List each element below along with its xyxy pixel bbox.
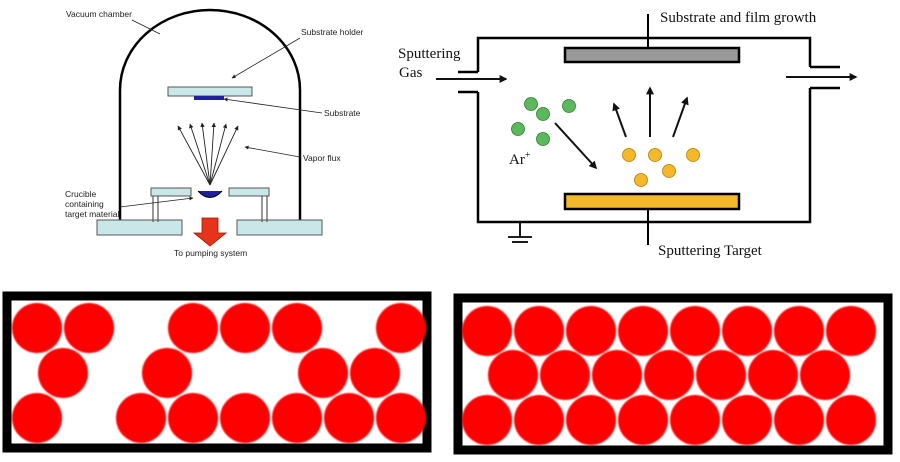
packing-atom [514, 395, 564, 445]
packing-atom [376, 393, 426, 443]
packing-atom [566, 395, 616, 445]
sputtered-atom [634, 173, 648, 187]
crucible-stand [150, 187, 270, 222]
crucible-label-line-3: target material [65, 209, 119, 219]
packing-atom [220, 393, 270, 443]
packing-atom [800, 350, 850, 400]
argon-charge: + [525, 150, 531, 161]
packing-atom [618, 395, 668, 445]
packing-atom [272, 303, 322, 353]
packing-atom [298, 348, 348, 398]
film-substrate [563, 46, 741, 64]
packing-atom [272, 393, 322, 443]
sputtering-gas-label-line-2: Gas [399, 65, 422, 81]
argon-symbol: Ar [509, 152, 525, 168]
substrate-holder-label: Substrate holder [301, 27, 364, 37]
evaporation-leader-lines [119, 19, 323, 208]
packing-atom [168, 393, 218, 443]
disordered-packing [12, 303, 426, 443]
pumping-label: To pumping system [174, 248, 247, 258]
vacuum-chamber-label: Vacuum chamber [66, 9, 132, 19]
sputtered-atom [662, 164, 676, 178]
packing-atom [826, 306, 876, 356]
sputtered-atom [686, 148, 700, 162]
argon-ion [536, 107, 550, 121]
packing-atom [12, 303, 62, 353]
packing-atom [722, 395, 772, 445]
argon-ion [511, 122, 525, 136]
packing-atom [462, 395, 512, 445]
pumping-arrow [192, 217, 228, 247]
substrate-holder [167, 86, 253, 97]
sputter-chamber [476, 36, 812, 224]
vapor-flux-label: Vapor flux [303, 153, 341, 163]
vacuum-chamber-bell [118, 8, 302, 220]
packing-atom [774, 395, 824, 445]
packing-atom [540, 350, 590, 400]
gas-outlet-pipe [810, 65, 840, 90]
packing-atom [722, 306, 772, 356]
packing-atom [748, 350, 798, 400]
sputtered-atom [648, 148, 662, 162]
packing-atom [116, 393, 166, 443]
packing-atom [566, 306, 616, 356]
packing-atom [64, 303, 114, 353]
packing-atom [142, 348, 192, 398]
argon-ion [524, 97, 538, 111]
packing-atom [514, 306, 564, 356]
base-plate-right [236, 219, 323, 236]
crucible-label-line-1: Crucible [65, 189, 96, 199]
packing-atom [618, 306, 668, 356]
sputter-target [563, 192, 741, 211]
substrate [194, 96, 224, 100]
packing-atom [12, 393, 62, 443]
packing-atom [826, 395, 876, 445]
packing-atom [462, 306, 512, 356]
packing-atom [696, 350, 746, 400]
packing-atom [324, 393, 374, 443]
packing-atom [592, 350, 642, 400]
packing-atom [38, 348, 88, 398]
packing-atom [168, 303, 218, 353]
evaporation-diagram: Vacuum chamber Substrate holder Substrat… [65, 8, 364, 258]
sputtered-atoms [622, 148, 700, 187]
argon-ion [536, 132, 550, 146]
packing-atom [644, 350, 694, 400]
argon-ions [511, 97, 576, 146]
argon-ion-label: Ar+ [509, 150, 531, 168]
sputtered-atom [622, 148, 636, 162]
packing-atom [774, 306, 824, 356]
packing-frame-disordered [2, 291, 432, 453]
substrate-label: Substrate [324, 108, 361, 118]
ground-symbol [508, 222, 532, 243]
packing-atom [670, 395, 720, 445]
packing-atom [376, 303, 426, 353]
packing-atom [670, 306, 720, 356]
sputtering-gas-label-line-1: Sputtering [398, 46, 461, 62]
packing-atom [220, 303, 270, 353]
gas-inlet-pipe [458, 70, 478, 94]
packing-atom [488, 350, 538, 400]
packing-atom [350, 348, 400, 398]
crucible [197, 190, 223, 198]
base-plate-left [96, 219, 183, 236]
crucible-label-line-2: containing [65, 199, 104, 209]
packing-frame-ordered [453, 293, 893, 455]
ion-trajectory-arrow [554, 122, 598, 170]
ejection-arrows [612, 86, 689, 138]
sputtering-diagram: Substrate and film growth Sputtering Gas… [398, 10, 858, 259]
ordered-packing [462, 306, 876, 445]
sputtering-target-label: Sputtering Target [658, 243, 763, 259]
vapor-flux-arrows [177, 122, 239, 186]
substrate-film-label: Substrate and film growth [660, 10, 817, 26]
argon-ion [562, 99, 576, 113]
